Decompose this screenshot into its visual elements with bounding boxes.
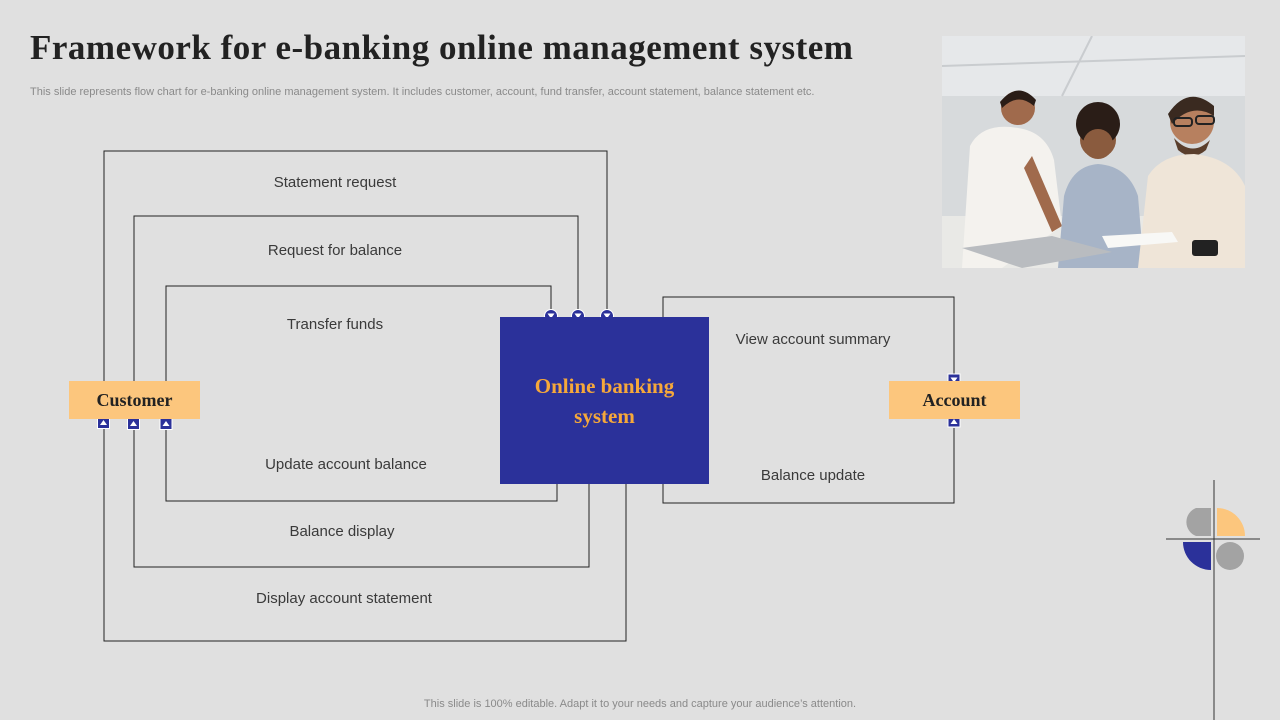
account-node: Account xyxy=(889,381,1020,419)
slide-title: Framework for e-banking online managemen… xyxy=(30,28,854,67)
core-label: Online banking system xyxy=(534,373,675,428)
team-meeting-photo xyxy=(942,36,1245,268)
customer-label: Customer xyxy=(96,389,173,410)
flow-label-transfer-funds: Transfer funds xyxy=(286,316,384,333)
flow-label-balance-display: Balance display xyxy=(289,523,395,540)
flow-label-update-account-balance: Update account balance xyxy=(265,456,427,473)
up-arrow-icon xyxy=(97,416,110,429)
decorative-graphic xyxy=(1166,480,1260,720)
up-arrow-icon xyxy=(159,417,173,430)
flow-label-statement-request: Statement request xyxy=(273,174,397,191)
slide-footer: This slide is 100% editable. Adapt it to… xyxy=(423,698,857,710)
flow-label-display-account-statement: Display account statement xyxy=(256,590,432,607)
slide-subtitle: This slide represents flow chart for e-b… xyxy=(30,86,815,98)
flow-label-request-for-balance: Request for balance xyxy=(267,242,403,259)
flow-label-view-account-summary: View account summary xyxy=(735,331,891,348)
account-label: Account xyxy=(922,389,987,410)
online-banking-system-node: Online banking system xyxy=(500,317,709,484)
flow-label-balance-update: Balance update xyxy=(760,467,866,484)
customer-node: Customer xyxy=(69,381,200,419)
up-arrow-icon xyxy=(127,417,140,430)
